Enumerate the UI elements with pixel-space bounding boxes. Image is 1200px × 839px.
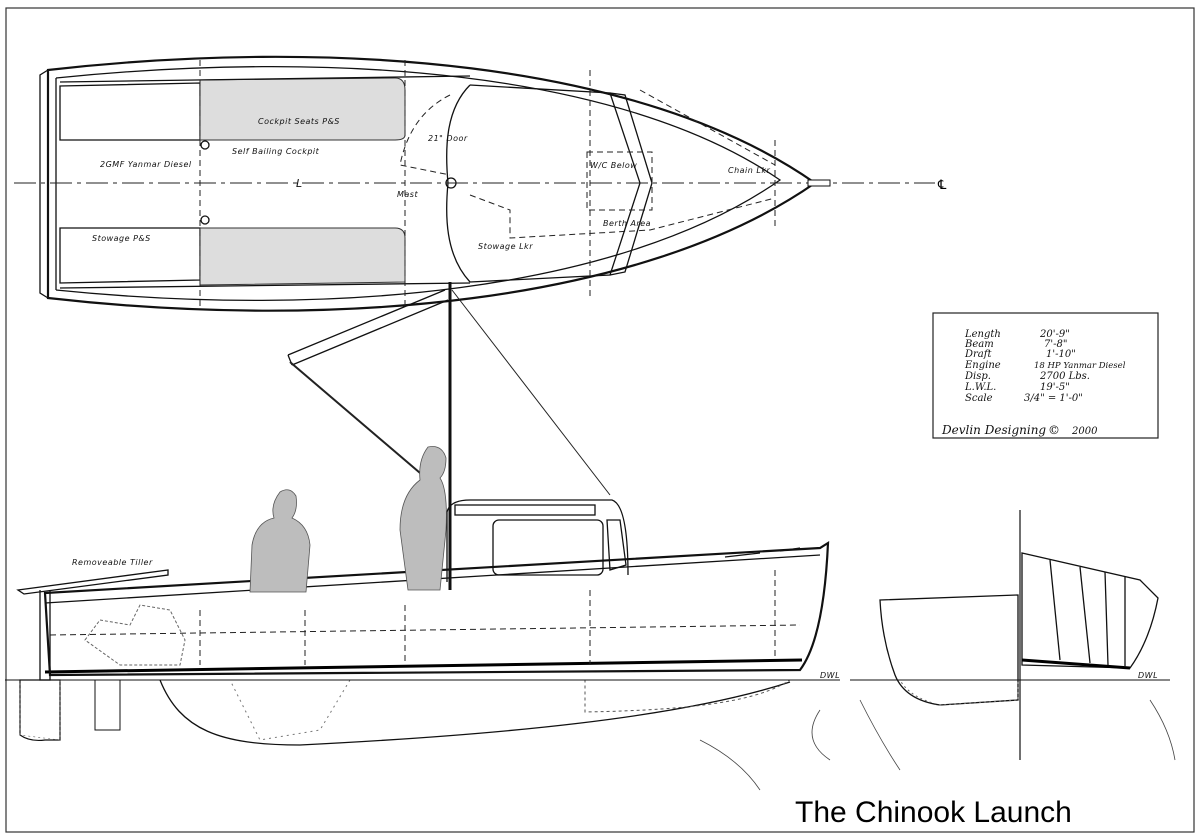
spec-value-disp: 2700 Lbs.	[1039, 371, 1090, 382]
spec-value-beam: 7'-8"	[1044, 339, 1067, 350]
label-self-bailing-cockpit: Self Bailing Cockpit	[232, 147, 320, 156]
cockpit-seat-port	[199, 77, 406, 141]
section-view: DWL	[850, 510, 1176, 771]
label-removeable-tiller: Removeable Tiller	[72, 558, 153, 567]
specifications-box: Length 20'-9" Beam 7'-8" Draft 1'-10" En…	[932, 312, 1159, 439]
plan-view: Cockpit Seats P&S Self Bailing Cockpit 2…	[14, 55, 947, 312]
label-engine: 2GMF Yanmar Diesel	[100, 160, 192, 169]
copyright-symbol: ©	[1048, 423, 1060, 437]
tiller	[16, 569, 169, 595]
spec-label-draft: Draft	[964, 349, 992, 360]
spec-label-beam: Beam	[964, 339, 994, 350]
spec-label-disp: Disp.	[964, 371, 991, 382]
cabin-window	[492, 519, 604, 576]
spec-label-lwl: L.W.L.	[964, 382, 996, 393]
label-dwl-profile: DWL	[820, 671, 840, 680]
spec-label-engine: Engine	[964, 360, 1001, 371]
keel-profile	[159, 679, 791, 746]
spec-value-engine: 18 HP Yanmar Diesel	[1034, 361, 1126, 371]
label-chain-locker: Chain Lkr	[728, 166, 770, 175]
label-mast: Mast	[397, 190, 418, 199]
section-fwd-half	[1021, 552, 1159, 669]
person-silhouette-aft	[249, 489, 311, 593]
label-l: L	[296, 177, 303, 190]
cockpit-seat-starboard	[199, 227, 406, 286]
spec-label-scale: Scale	[965, 393, 993, 404]
forestay	[451, 289, 611, 496]
profile-view: Removeable Tiller DWL	[5, 282, 840, 791]
spec-value-lwl: 19'-5"	[1040, 382, 1070, 393]
label-door: 21" Door	[428, 134, 468, 143]
person-silhouette-mast	[399, 446, 447, 591]
label-wc-below: W/C Below	[590, 161, 637, 170]
spec-label-length: Length	[964, 329, 1001, 340]
spec-value-draft: 1'-10"	[1046, 349, 1076, 360]
drawing-title: The Chinook Launch	[795, 796, 1072, 829]
label-cockpit-seats: Cockpit Seats P&S	[258, 117, 340, 126]
designer-name: Devlin Designing	[941, 423, 1046, 437]
centerline-symbol: ℄	[937, 177, 947, 192]
label-stowage-locker: Stowage Lkr	[478, 242, 533, 251]
label-berth-area: Berth Area	[603, 219, 651, 228]
profile-hull	[43, 540, 830, 677]
spec-value-length: 20'-9"	[1039, 329, 1070, 340]
spec-value-scale: 3/4" = 1'-0"	[1024, 393, 1083, 404]
label-dwl-section: DWL	[1138, 671, 1158, 680]
label-stowage-ps: Stowage P&S	[92, 234, 151, 243]
copyright-year: 2000	[1071, 426, 1098, 437]
